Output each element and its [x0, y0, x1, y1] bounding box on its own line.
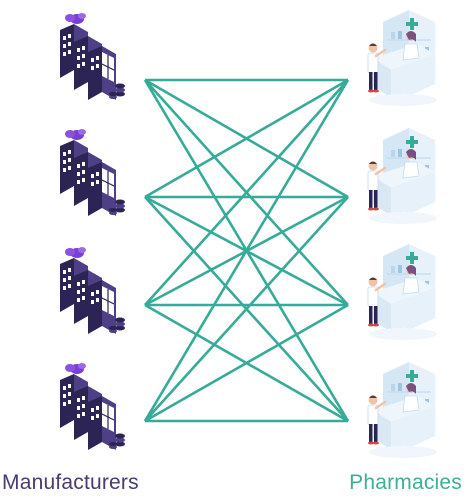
factory-icon [59, 12, 126, 101]
pharmacies-label: Pharmacies [349, 471, 462, 494]
connector-line [143, 79, 350, 422]
connector-line [144, 303, 349, 423]
pharmacy-icon [366, 360, 439, 460]
manufacturer-column [59, 12, 126, 451]
pharmacy-icon [366, 126, 439, 226]
connector-line [144, 79, 349, 306]
factory-icon [59, 128, 126, 217]
manufacturers-label: Manufacturers [2, 471, 139, 494]
pharmacy-icon [366, 242, 439, 342]
connector-lines [143, 78, 350, 423]
factory-icon [59, 246, 126, 335]
pharmacy-column [366, 8, 439, 460]
pharmacy-icon [366, 8, 439, 108]
factory-icon [59, 362, 126, 451]
connector-line [144, 196, 349, 422]
connector-line [144, 78, 349, 199]
